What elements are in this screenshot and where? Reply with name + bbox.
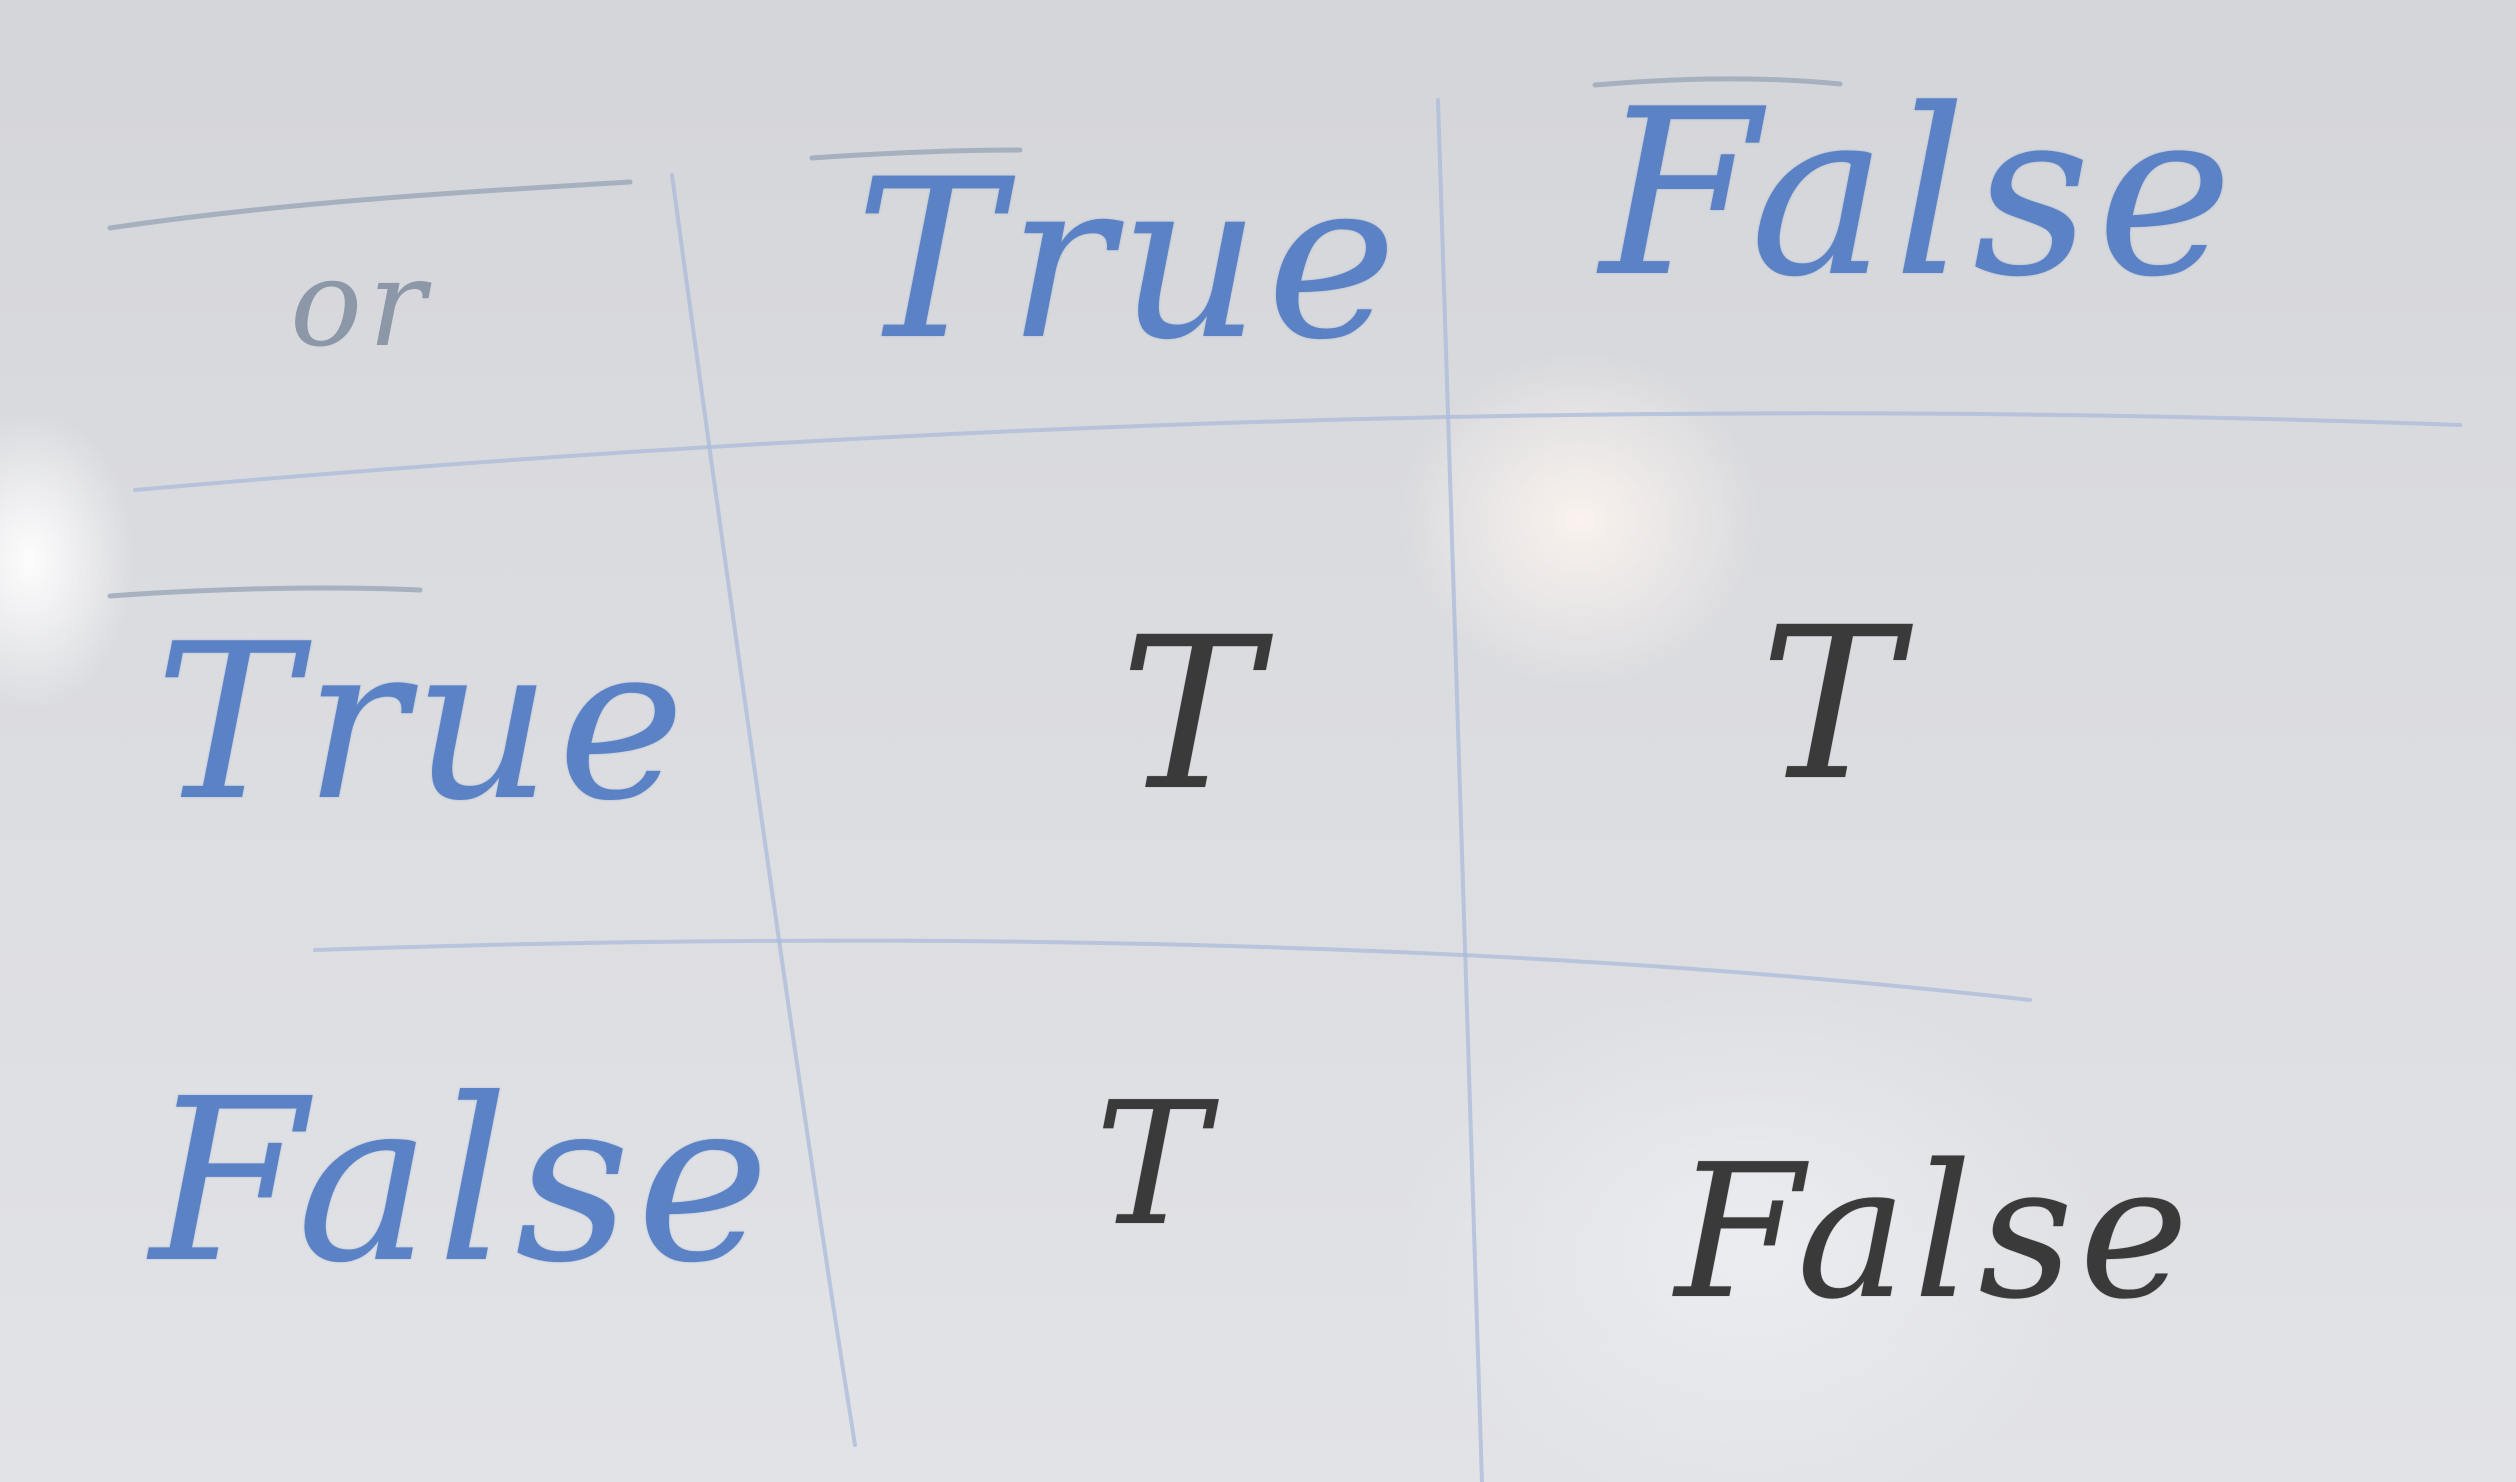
header-row-divider (133, 411, 2462, 492)
row-header-true: True (155, 597, 691, 848)
cell-true-true: T (1120, 592, 1267, 837)
second-column-divider (1436, 98, 1484, 1482)
cell-true-false: T (1760, 582, 1907, 827)
first-column-divider (670, 173, 857, 1447)
column-header-true: True (855, 132, 1403, 388)
row-divider (313, 938, 2032, 1002)
corner-label: or (290, 235, 432, 374)
cell-false-false: False (1675, 1124, 2195, 1340)
column-header-false: False (1600, 61, 2239, 328)
cell-false-true: T (1095, 1066, 1215, 1264)
row-header-false: False (150, 1051, 776, 1313)
